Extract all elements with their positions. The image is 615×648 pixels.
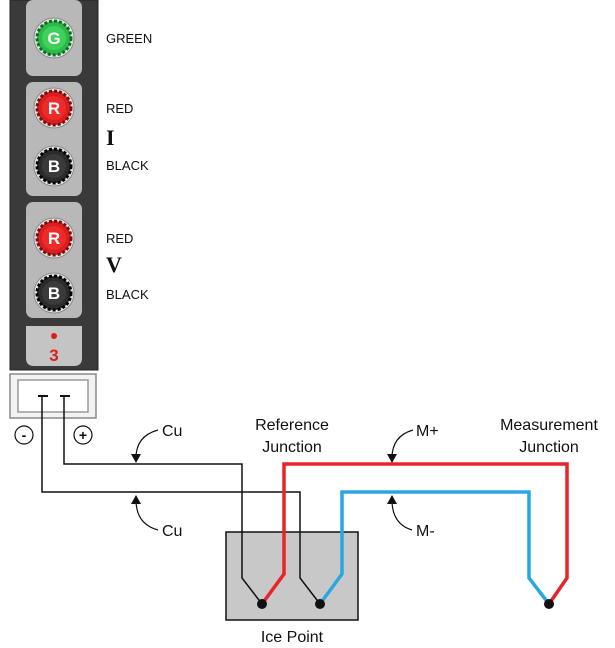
m-minus-label: M- <box>416 523 435 540</box>
copper-wire-negative <box>41 396 321 605</box>
m-plus-pointer <box>387 429 414 463</box>
measurement-junction-label-line2: Junction <box>519 439 579 456</box>
reference-junction-negative-dot <box>315 599 325 609</box>
voltage-group-label: V <box>106 252 122 277</box>
reference-junction-label-line1: Reference <box>255 417 329 434</box>
connector-plus-terminal: + <box>73 425 93 445</box>
m-minus-pointer <box>387 495 413 531</box>
copper-wire-positive <box>63 396 263 605</box>
measurement-junction-dot <box>544 599 554 609</box>
current-group-label: I <box>106 125 115 150</box>
reference-junction-positive-dot <box>257 599 267 609</box>
terminal-red-voltage-label: RED <box>106 231 133 246</box>
cu-top-label: Cu <box>162 423 182 440</box>
minus-label: - <box>22 427 27 443</box>
terminal-black-current[interactable]: B <box>33 145 75 187</box>
terminal-black-voltage[interactable]: B <box>33 272 75 314</box>
measurement-junction-label-line1: Measurement <box>500 417 598 434</box>
terminal-green-label: GREEN <box>106 31 152 46</box>
ice-point-label: Ice Point <box>261 629 324 646</box>
channel-tab <box>26 326 82 366</box>
terminal-black-current-label: BLACK <box>106 158 149 173</box>
channel-indicator-dot <box>51 333 57 339</box>
terminal-red-voltage[interactable]: R <box>33 217 75 259</box>
reference-junction-label-line2: Junction <box>262 439 322 456</box>
connector-plug[interactable] <box>9 373 97 419</box>
thermocouple-positive-wire <box>260 462 569 606</box>
terminal-red-voltage-letter: R <box>48 229 60 248</box>
cu-top-pointer <box>131 429 159 463</box>
cu-bottom-label: Cu <box>162 523 182 540</box>
terminal-red-current[interactable]: R <box>33 87 75 129</box>
terminal-black-voltage-letter: B <box>48 284 60 303</box>
ice-bath <box>225 531 359 621</box>
thermocouple-negative-wire <box>318 490 551 606</box>
cu-bottom-pointer <box>131 495 159 531</box>
terminal-green[interactable]: G <box>33 17 75 59</box>
m-plus-label: M+ <box>416 423 439 440</box>
terminal-red-current-letter: R <box>48 99 60 118</box>
instrument-panel: 3 <box>9 0 99 371</box>
terminal-black-current-letter: B <box>48 157 60 176</box>
plus-label: + <box>79 427 87 443</box>
channel-number: 3 <box>49 346 58 365</box>
terminal-red-current-label: RED <box>106 101 133 116</box>
connector-minus-terminal: - <box>14 425 34 445</box>
terminal-green-letter: G <box>47 29 60 48</box>
terminal-black-voltage-label: BLACK <box>106 287 149 302</box>
